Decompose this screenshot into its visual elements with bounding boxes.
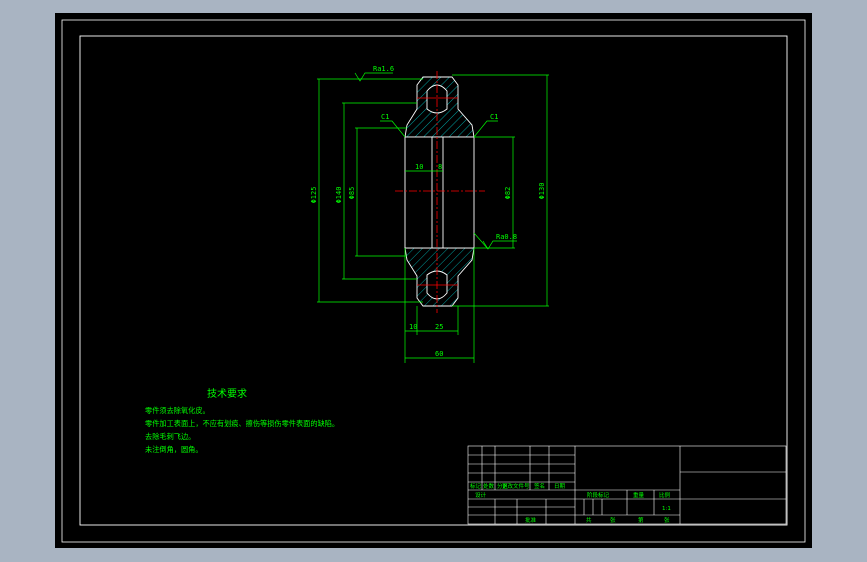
tb-count: 处数 (483, 482, 495, 490)
note-line-4: 未注倒角，圆角。 (145, 445, 203, 454)
gear-section[interactable] (395, 71, 485, 313)
cad-viewport[interactable]: Φ125 Φ140 Φ85 Φ82 Φ130 10 8 10 25 60 C1 … (55, 13, 812, 548)
dim-outer-diameter: Φ125 (310, 187, 318, 204)
tb-sheet-no: 第 (638, 516, 644, 524)
tb-stage: 阶段标记 (587, 491, 610, 499)
hub-body (404, 136, 475, 249)
notes-title: 技术要求 (207, 387, 247, 400)
surface-finish-top: Ra1.6 (373, 65, 394, 73)
tb-scale: 比例 (659, 491, 671, 499)
dimensions (317, 72, 549, 363)
dimension-labels: Φ125 Φ140 Φ85 Φ82 Φ130 10 8 10 25 60 C1 … (310, 65, 546, 358)
outer-frame (61, 19, 806, 543)
dim-hub-diameter: Φ82 (504, 187, 512, 200)
dim-groove-diameter: Φ140 (335, 187, 343, 204)
tb-sheet-label: 张 (610, 516, 616, 524)
title-block-labels: 标记 处数 分区 更改文件号 签名 日期 设计 阶段标记 重量 比例 1:1 批… (470, 482, 671, 524)
tb-sheets-total: 共 (586, 516, 592, 524)
dim-rim-width: 25 (435, 323, 443, 331)
note-line-1: 零件须去除氧化皮。 (145, 406, 210, 415)
surface-finish-right: Ra0.8 (496, 233, 517, 241)
note-line-2: 零件加工表面上，不应有划痕、擦伤等损伤零件表面的缺陷。 (145, 419, 339, 428)
tb-date: 日期 (554, 483, 566, 490)
tb-zone: 分区 (497, 482, 509, 490)
dim-left-offset: 10 (409, 323, 417, 331)
dim-hub-width: 60 (435, 350, 443, 358)
tb-design: 设计 (475, 491, 487, 499)
tb-change-doc: 更改文件号 (502, 482, 530, 490)
tb-weight: 重量 (633, 491, 645, 499)
chamfer-right-label: C1 (490, 113, 498, 121)
note-line-3: 去除毛刺飞边。 (145, 432, 195, 441)
tb-sheet-unit: 张 (664, 516, 670, 524)
tb-sign: 签名 (534, 482, 545, 490)
dim-bore-diameter: Φ85 (348, 187, 356, 200)
chamfer-left-label: C1 (381, 113, 389, 121)
inner-frame (79, 35, 788, 526)
engineering-drawing[interactable]: Φ125 Φ140 Φ85 Φ82 Φ130 10 8 10 25 60 C1 … (55, 13, 812, 548)
tb-approve: 批准 (525, 516, 537, 524)
dim-right-diameter: Φ130 (538, 183, 546, 200)
dim-bore-right: 8 (438, 163, 442, 171)
tb-scale-value: 1:1 (662, 506, 671, 512)
technical-requirements: 技术要求 零件须去除氧化皮。 零件加工表面上，不应有划痕、擦伤等损伤零件表面的缺… (145, 387, 339, 454)
dim-bore-left: 10 (415, 163, 423, 171)
title-block (467, 445, 787, 525)
tb-mark: 标记 (470, 482, 482, 490)
